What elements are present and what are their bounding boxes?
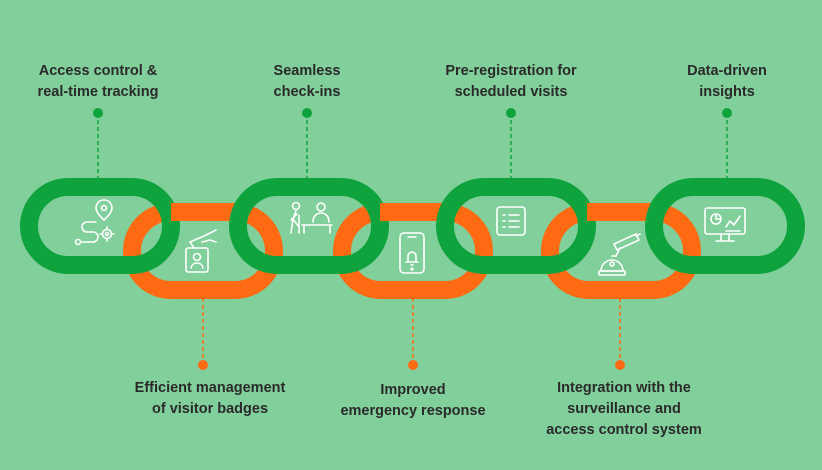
- label-line: Data-driven: [687, 63, 767, 79]
- label-line: of visitor badges: [151, 401, 269, 417]
- label-line: Improved: [380, 382, 446, 398]
- green-link-2: [229, 178, 389, 274]
- check-in-desk-icon: [290, 201, 333, 234]
- label-line: access control system: [546, 422, 702, 438]
- connector-dot-bottom-1: [198, 360, 208, 370]
- visitor-badge-icon: [185, 229, 217, 273]
- top-connectors: [93, 108, 732, 178]
- connector-dot-bottom-3: [615, 360, 625, 370]
- connector-dot-top-2: [302, 108, 312, 118]
- orange-link-2: [333, 203, 493, 299]
- label-line: scheduled visits: [454, 84, 568, 100]
- connector-dot-top-4: [722, 108, 732, 118]
- bottom-connectors: [198, 298, 625, 370]
- label-surveillance-integration: Integration with the surveillance and ac…: [524, 378, 724, 441]
- connector-dot-top-1: [93, 108, 103, 118]
- checklist-icon: [496, 206, 526, 236]
- emergency-phone-icon: [399, 232, 425, 274]
- connector-dot-top-3: [506, 108, 516, 118]
- label-line: Access control &: [38, 63, 158, 79]
- label-line: surveillance and: [567, 401, 681, 417]
- orange-link-3: [541, 203, 701, 299]
- green-link-1: [20, 178, 180, 274]
- label-line: real-time tracking: [37, 84, 159, 100]
- orange-links: [123, 203, 701, 299]
- label-line: Efficient management: [134, 380, 286, 396]
- connector-dot-bottom-2: [408, 360, 418, 370]
- analytics-monitor-icon: [704, 207, 746, 242]
- label-emergency-response: Improved emergency response: [313, 380, 513, 422]
- green-links: [20, 178, 805, 274]
- orange-overlaps: [171, 203, 654, 299]
- security-camera-icon: [598, 233, 641, 276]
- label-line: check-ins: [273, 84, 341, 100]
- label-data-driven-insights: Data-driven insights: [627, 61, 822, 103]
- green-link-3: [436, 178, 596, 274]
- label-pre-registration: Pre-registration for scheduled visits: [411, 61, 611, 103]
- orange-link-1: [123, 203, 283, 299]
- label-visitor-badges: Efficient management of visitor badges: [110, 378, 310, 420]
- label-line: Pre-registration for: [445, 63, 577, 79]
- label-line: emergency response: [340, 403, 486, 419]
- route-gear-icon: [74, 199, 115, 246]
- label-seamless-check-ins: Seamless check-ins: [207, 61, 407, 103]
- label-line: insights: [699, 84, 755, 100]
- label-access-control: Access control & real-time tracking: [0, 61, 198, 103]
- label-line: Seamless: [273, 63, 341, 79]
- label-line: Integration with the: [557, 380, 691, 396]
- green-link-4: [645, 178, 805, 274]
